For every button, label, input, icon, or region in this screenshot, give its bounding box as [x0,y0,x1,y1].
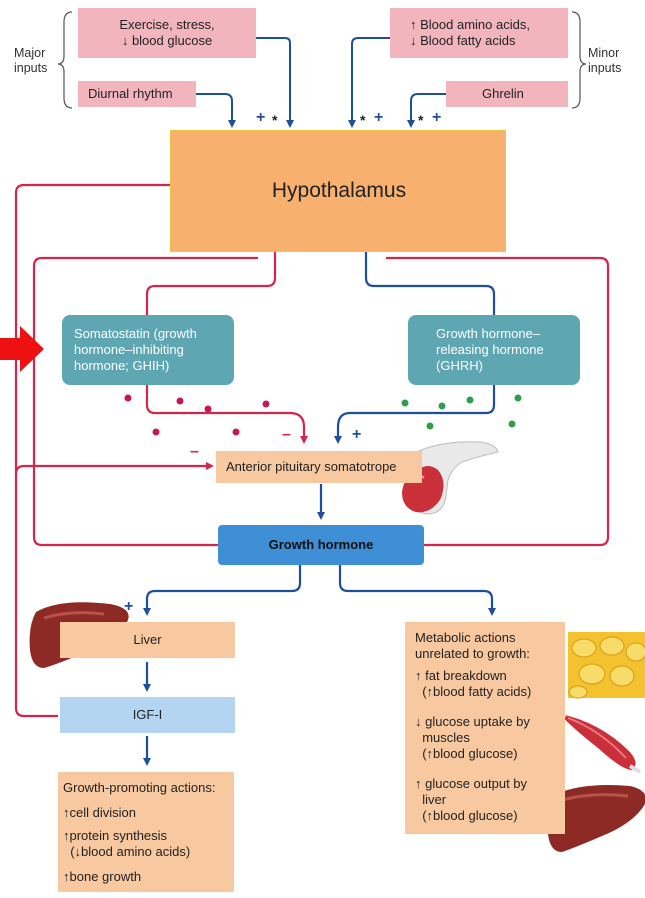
growth-action-item: ↑protein synthesis (↓blood amino acids) [63,828,191,859]
metabolic-item: ↓ glucose uptake by muscles (↑blood gluc… [415,714,530,761]
ghrh-label: Growth hormone– releasing hormone (GHRH) [436,326,544,373]
pituitary-label: Anterior pituitary somatotrope [226,459,397,474]
input-blood-amino-acids: ↑ Blood amino acids, ↓ Blood fatty acids [390,8,568,58]
fat-tissue-icon [568,632,645,699]
input-ghrelin: Ghrelin [446,81,568,107]
star-sign: * [418,112,424,128]
input-exercise-stress: Exercise, stress, ↓ blood glucose [78,8,256,58]
ghrh-box: Growth hormone– releasing hormone (GHRH) [408,315,580,385]
metabolic-title: Metabolic actions unrelated to growth: [415,630,530,661]
pituitary-box: Anterior pituitary somatotrope [216,451,422,483]
igf-box: IGF-I [60,697,235,733]
liver-right-icon [547,785,645,852]
plus-sign: + [124,598,134,615]
minus-sign: – [190,443,199,460]
input-ghrelin-text: Ghrelin [482,86,524,101]
input-amino-text: ↑ Blood amino acids, ↓ Blood fatty acids [410,17,530,48]
plus-sign: + [374,109,384,126]
metabolic-item: ↑ fat breakdown (↑blood fatty acids) [415,668,532,699]
somatostatin-box: Somatostatin (growth hormone–inhibiting … [62,315,234,385]
star-sign: * [272,112,278,128]
metabolic-actions-box: Metabolic actions unrelated to growth: ↑… [405,622,565,834]
plus-sign: + [432,109,442,126]
star-sign: * [360,112,366,128]
growth-actions-box: Growth-promoting actions: ↑cell division… [58,772,234,892]
growth-hormone-box: Growth hormone [218,525,424,565]
liver-label: Liver [133,632,162,647]
highlight-arrow-icon [0,326,44,372]
liver-box: Liver [60,622,235,658]
minor-inputs-label: Minor inputs [588,46,622,75]
growth-hormone-label: Growth hormone [268,537,374,552]
muscle-icon [555,710,642,774]
minus-sign: – [282,426,291,443]
igf-label: IGF-I [132,707,163,722]
hypothalamus-label: Hypothalamus [271,179,407,202]
growth-action-item: ↑cell division [63,805,136,820]
plus-sign: + [352,426,362,443]
somatostatin-label: Somatostatin (growth hormone–inhibiting … [74,326,197,373]
input-diurnal-text: Diurnal rhythm [88,86,173,101]
growth-actions-title: Growth-promoting actions: [63,780,216,795]
input-exercise-text: Exercise, stress, ↓ blood glucose [119,17,215,48]
major-inputs-label: Major inputs [14,46,48,75]
metabolic-item: ↑ glucose output by liver (↑blood glucos… [415,776,528,823]
growth-action-item: ↑bone growth [63,869,142,884]
input-diurnal-rhythm: Diurnal rhythm [78,81,196,107]
hypothalamus-box: Hypothalamus [170,130,506,252]
plus-sign: + [256,109,266,126]
